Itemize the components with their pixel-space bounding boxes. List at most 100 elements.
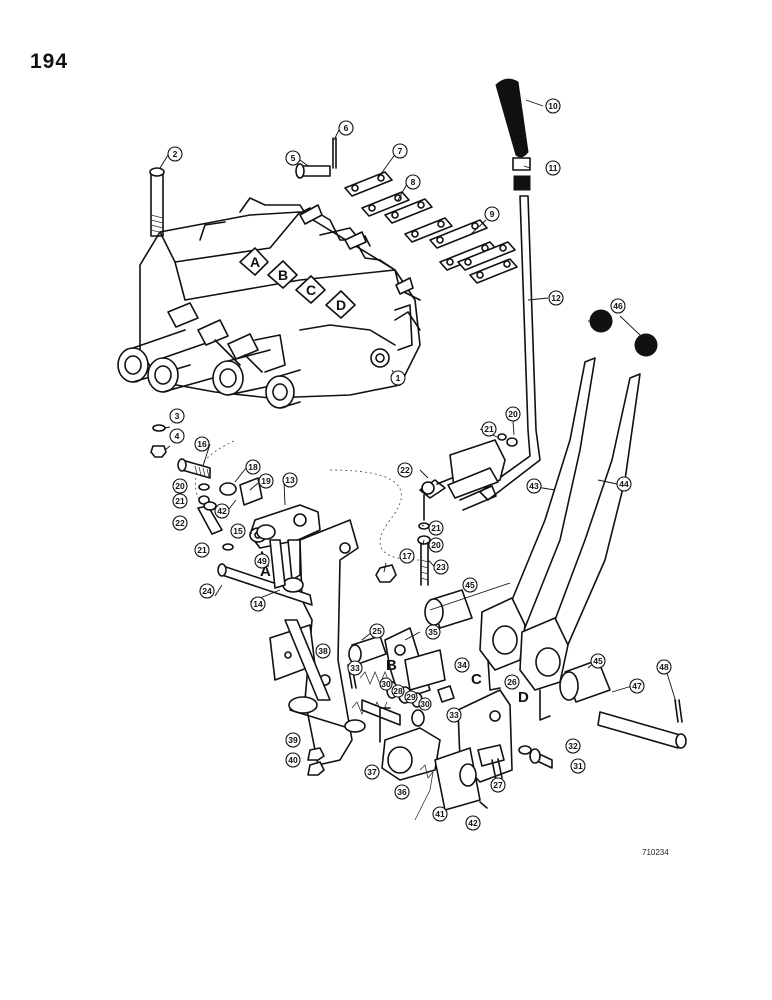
long-bolt bbox=[149, 167, 165, 237]
callout-21-left: 21 bbox=[172, 493, 188, 509]
svg-text:14: 14 bbox=[253, 599, 263, 609]
svg-text:28: 28 bbox=[393, 686, 403, 696]
knob-ball-2 bbox=[634, 333, 658, 357]
svg-text:4: 4 bbox=[175, 431, 180, 441]
svg-text:39: 39 bbox=[288, 735, 298, 745]
callout-31: 31 bbox=[570, 758, 586, 774]
figure-code: 710234 bbox=[642, 848, 669, 857]
callout-14: 14 bbox=[250, 596, 266, 612]
svg-text:32: 32 bbox=[568, 741, 578, 751]
svg-text:17: 17 bbox=[402, 551, 412, 561]
svg-text:12: 12 bbox=[551, 293, 561, 303]
callout-42-upper: 42 bbox=[214, 503, 230, 519]
callout-44: 44 bbox=[616, 476, 632, 492]
callout-1: 1 bbox=[390, 370, 406, 386]
svg-text:20: 20 bbox=[175, 481, 185, 491]
svg-text:25: 25 bbox=[372, 626, 382, 636]
svg-text:6: 6 bbox=[344, 123, 349, 133]
svg-text:45: 45 bbox=[593, 656, 603, 666]
clevis-pin bbox=[295, 137, 337, 179]
callout-45-left: 45 bbox=[462, 577, 478, 593]
callout-11: 11 bbox=[545, 160, 561, 176]
callout-49: 49 bbox=[254, 553, 270, 569]
callout-36: 36 bbox=[394, 784, 410, 800]
callout-41: 41 bbox=[432, 806, 448, 822]
svg-text:40: 40 bbox=[288, 755, 298, 765]
callout-5: 5 bbox=[285, 150, 301, 166]
svg-text:20: 20 bbox=[508, 409, 518, 419]
section-letter-a: A bbox=[260, 563, 271, 580]
svg-text:16: 16 bbox=[197, 439, 207, 449]
svg-text:24: 24 bbox=[202, 586, 212, 596]
valve-section-a-label: A bbox=[250, 254, 260, 270]
svg-text:42: 42 bbox=[217, 506, 227, 516]
callout-6: 6 bbox=[338, 120, 354, 136]
callout-29: 29 bbox=[404, 690, 418, 704]
callout-25: 25 bbox=[369, 623, 385, 639]
control-lever bbox=[447, 195, 541, 511]
leader-lines bbox=[159, 99, 677, 703]
callout-33-left: 33 bbox=[347, 660, 363, 676]
callout-22-left: 22 bbox=[172, 515, 188, 531]
svg-text:47: 47 bbox=[632, 681, 642, 691]
svg-text:33: 33 bbox=[449, 710, 459, 720]
callout-34: 34 bbox=[454, 657, 470, 673]
hardware-left bbox=[150, 424, 234, 551]
svg-text:9: 9 bbox=[490, 209, 495, 219]
callout-13: 13 bbox=[282, 472, 298, 488]
control-valve-body: A B C D bbox=[117, 197, 421, 409]
callout-12: 12 bbox=[548, 290, 564, 306]
svg-text:11: 11 bbox=[549, 163, 558, 173]
svg-text:31: 31 bbox=[573, 761, 583, 771]
callout-7: 7 bbox=[392, 143, 408, 159]
callout-48: 48 bbox=[656, 659, 672, 675]
svg-text:48: 48 bbox=[659, 662, 669, 672]
bellcrank bbox=[195, 440, 421, 593]
svg-text:41: 41 bbox=[435, 809, 445, 819]
svg-text:33: 33 bbox=[350, 663, 360, 673]
callout-46: 46 bbox=[610, 298, 626, 314]
svg-text:5: 5 bbox=[291, 153, 296, 163]
link-plates bbox=[344, 171, 518, 284]
callout-37: 37 bbox=[364, 764, 380, 780]
linkage-bracket bbox=[217, 519, 366, 766]
callout-23: 23 bbox=[433, 559, 449, 575]
svg-text:13: 13 bbox=[285, 475, 295, 485]
callout-22-right: 22 bbox=[397, 462, 413, 478]
svg-text:30: 30 bbox=[381, 679, 391, 689]
callout-15: 15 bbox=[230, 523, 246, 539]
svg-text:49: 49 bbox=[257, 556, 267, 566]
shaft-and-bushings bbox=[424, 589, 687, 749]
svg-text:15: 15 bbox=[233, 526, 243, 536]
svg-text:30: 30 bbox=[420, 699, 430, 709]
callout-19: 19 bbox=[258, 473, 274, 489]
callout-16: 16 bbox=[194, 436, 210, 452]
callout-21-lower: 21 bbox=[194, 542, 210, 558]
svg-text:35: 35 bbox=[428, 627, 438, 637]
callout-32: 32 bbox=[565, 738, 581, 754]
callout-18: 18 bbox=[245, 459, 261, 475]
svg-text:29: 29 bbox=[406, 692, 416, 702]
svg-text:19: 19 bbox=[261, 476, 271, 486]
callout-2: 2 bbox=[167, 146, 183, 162]
valve-section-c-label: C bbox=[306, 282, 316, 298]
callout-33-right: 33 bbox=[446, 707, 462, 723]
callout-28: 28 bbox=[391, 684, 405, 698]
section-letter-d: D bbox=[518, 689, 529, 706]
callout-20-left: 20 bbox=[172, 478, 188, 494]
page-number: 194 bbox=[30, 50, 69, 73]
callout-30-right: 30 bbox=[418, 697, 432, 711]
callout-8: 8 bbox=[405, 174, 421, 190]
svg-text:21: 21 bbox=[431, 523, 441, 533]
svg-text:45: 45 bbox=[465, 580, 475, 590]
svg-text:10: 10 bbox=[548, 101, 558, 111]
svg-text:37: 37 bbox=[367, 767, 377, 777]
svg-text:23: 23 bbox=[436, 562, 446, 572]
callout-20-upper: 20 bbox=[505, 406, 521, 422]
section-letter-b: B bbox=[386, 657, 397, 674]
svg-text:21: 21 bbox=[197, 545, 207, 555]
svg-text:20: 20 bbox=[431, 540, 441, 550]
svg-text:26: 26 bbox=[507, 677, 517, 687]
svg-text:21: 21 bbox=[175, 496, 185, 506]
